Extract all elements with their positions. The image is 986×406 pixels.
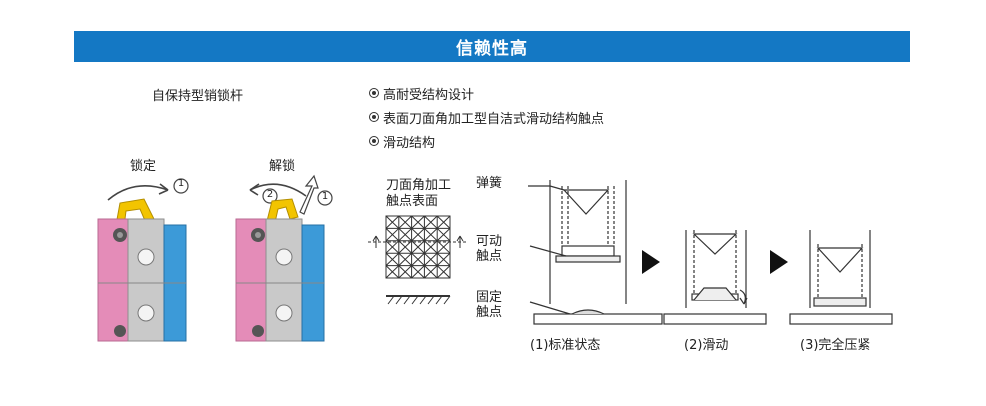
feature-item-3: 滑动结构 <box>369 132 435 151</box>
surface-label-2: 触点表面 <box>386 194 439 209</box>
bullet-icon <box>369 88 379 98</box>
stage-1-caption: (1)标准状态 <box>530 338 601 353</box>
lever-heading: 自保持型销锁杆 <box>152 89 244 104</box>
stage-3-fully-pressed-diagram <box>789 230 893 325</box>
movable-contact-label-2: 触点 <box>476 249 503 264</box>
section-banner: 信赖性高 <box>74 31 910 62</box>
unlock-rotate-arrow-icon <box>249 174 333 215</box>
lock-step-number: 1 <box>177 178 185 189</box>
unlock-step-number-a: 2 <box>266 189 274 200</box>
next-stage-arrow-icon-2 <box>770 250 788 274</box>
stage-2-sliding-diagram <box>663 230 767 325</box>
stage-1-standard-diagram <box>528 180 663 325</box>
movable-contact-label-1: 可动 <box>476 234 503 249</box>
bullet-icon <box>369 112 379 122</box>
feature-text: 高耐受结构设计 <box>383 88 475 103</box>
unlock-label: 解锁 <box>269 159 296 174</box>
lock-rotate-arrow-icon <box>107 178 189 201</box>
lock-label: 锁定 <box>130 159 157 174</box>
stage-2-caption: (2)滑动 <box>684 338 729 353</box>
contact-block-locked-image <box>97 198 187 342</box>
spring-label: 弹簧 <box>476 176 503 191</box>
feature-item-2: 表面刀面角加工型自洁式滑动结构触点 <box>369 108 604 127</box>
feature-item-1: 高耐受结构设计 <box>369 84 474 103</box>
contact-block-unlocked-image <box>235 198 325 342</box>
bullet-icon <box>369 136 379 146</box>
feature-text: 表面刀面角加工型自洁式滑动结构触点 <box>383 112 605 127</box>
stage-3-caption: (3)完全压紧 <box>800 338 871 353</box>
contact-surface-grid-diagram <box>368 215 468 305</box>
unlock-step-number-b: 1 <box>321 191 329 202</box>
fixed-contact-label-2: 触点 <box>476 305 503 320</box>
next-stage-arrow-icon <box>642 250 660 274</box>
surface-label-1: 刀面角加工 <box>386 178 452 193</box>
banner-title: 信赖性高 <box>456 39 528 59</box>
fixed-contact-label-1: 固定 <box>476 290 503 305</box>
feature-text: 滑动结构 <box>383 136 436 151</box>
